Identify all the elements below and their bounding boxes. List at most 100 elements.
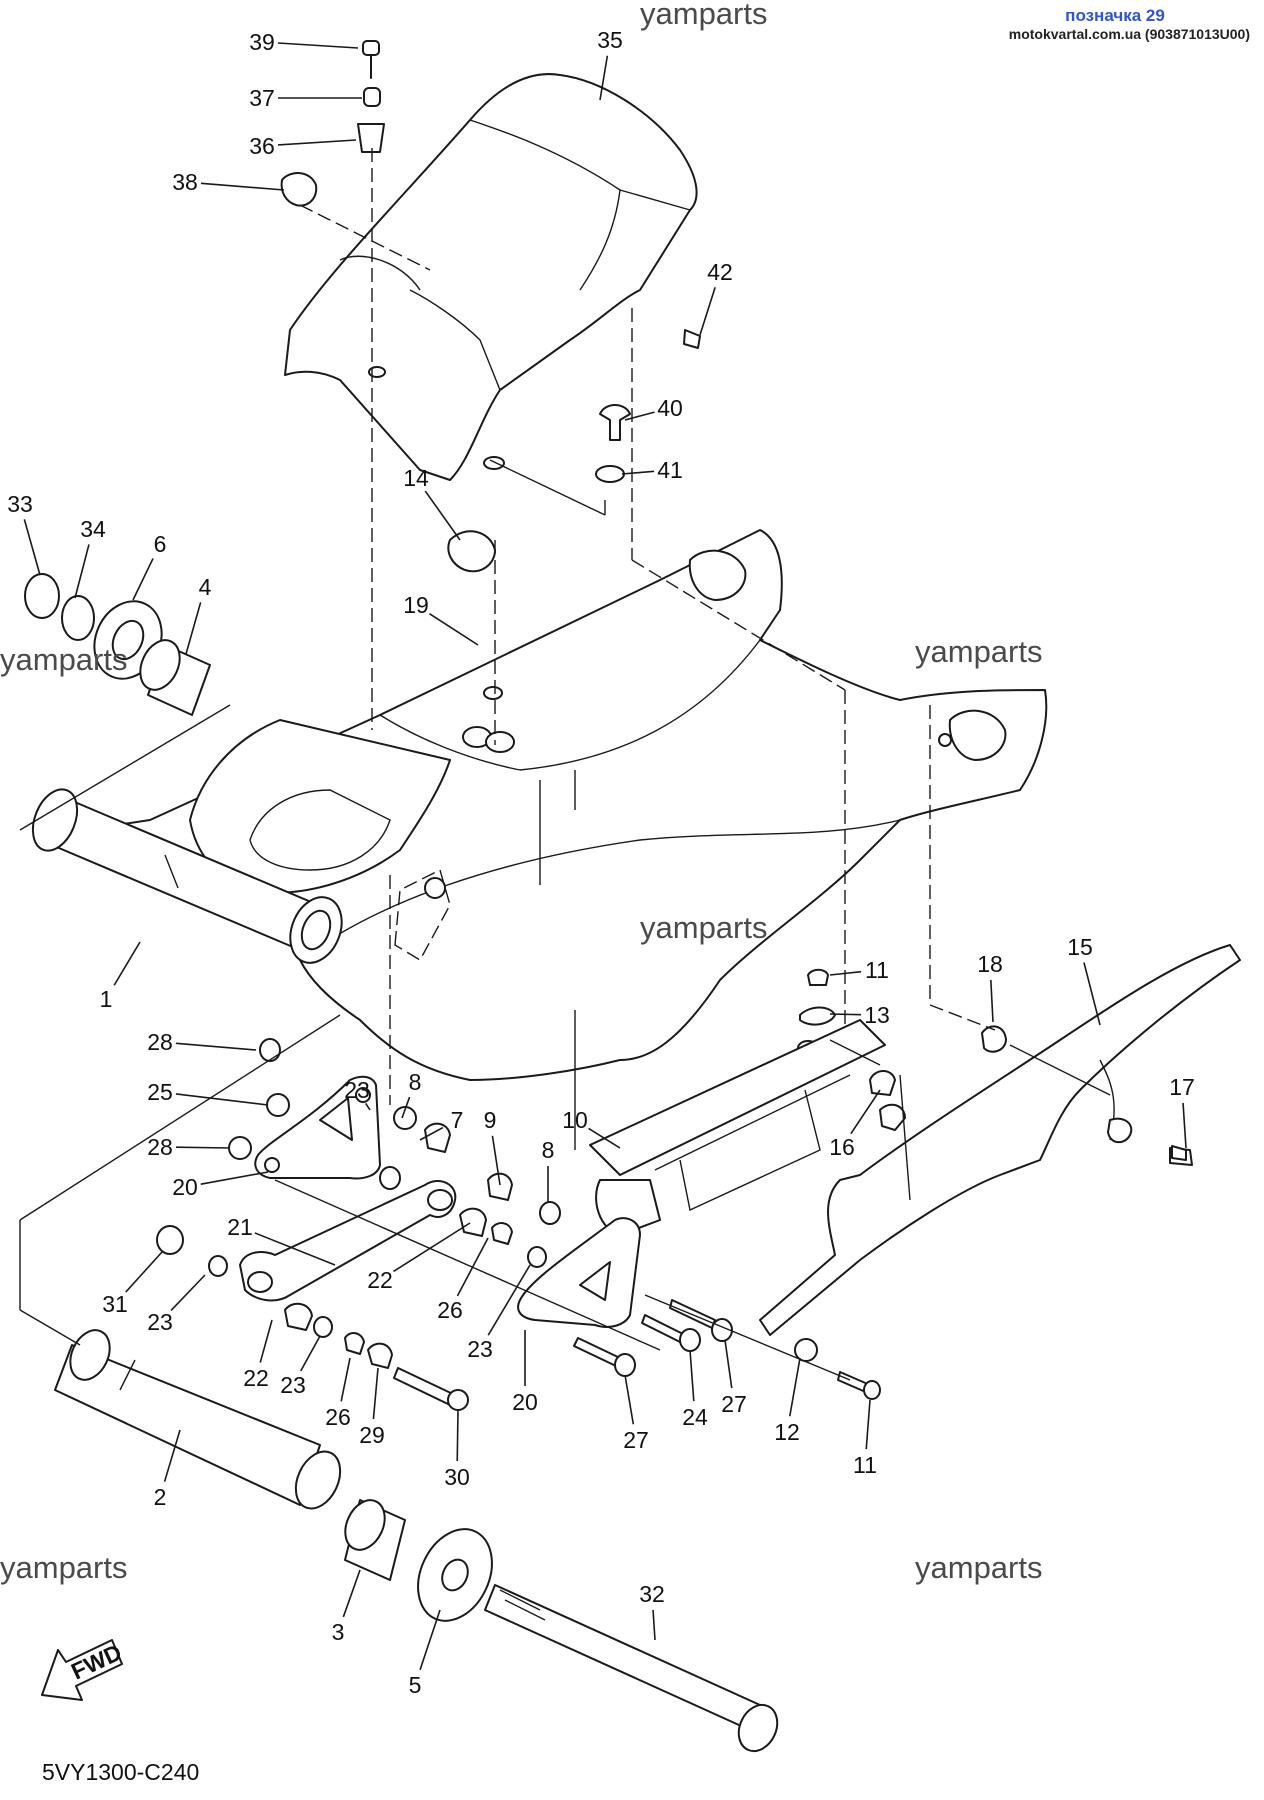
callout-24: 24 (682, 1404, 708, 1430)
seat-cowl-part (284, 73, 698, 481)
leader-line-13 (829, 1013, 862, 1016)
watermark: yamparts (0, 1550, 127, 1585)
callout-29: 29 (359, 1422, 385, 1448)
callout-20: 20 (172, 1174, 198, 1200)
callout-26: 26 (325, 1404, 351, 1430)
chain-pad-16 (869, 1070, 896, 1096)
leader-line-31 (125, 1251, 163, 1293)
collar-37 (363, 87, 381, 107)
callout-10: 10 (562, 1107, 588, 1133)
leader-line-16 (850, 1089, 881, 1135)
leader-line-41 (621, 470, 655, 475)
callout-22: 22 (243, 1365, 269, 1391)
callout-19: 19 (403, 592, 429, 618)
washer-34 (61, 595, 95, 641)
leader-line-25 (175, 1093, 269, 1106)
relay-arm-20-lower (517, 1217, 641, 1328)
callout-27: 27 (721, 1391, 747, 1417)
rivet-40 (599, 404, 631, 441)
leader-line-35 (599, 55, 609, 101)
leader-line-26 (456, 1237, 489, 1297)
nut-33 (24, 573, 60, 619)
leader-line-32 (652, 1609, 656, 1641)
clamp-14 (447, 530, 496, 573)
diagram-tag: позначка 29 (1065, 6, 1165, 25)
callout-27: 27 (623, 1427, 649, 1453)
leader-line-24 (689, 1349, 695, 1402)
screw-42 (683, 329, 701, 349)
callout-8: 8 (542, 1137, 555, 1163)
callout-11: 11 (865, 957, 889, 983)
leader-line-34 (74, 544, 90, 599)
leader-line-4 (185, 602, 202, 655)
linkage-hardware (156, 1038, 1187, 1411)
fwd-arrow-icon: FWD (41, 1639, 126, 1701)
leader-line-19 (429, 613, 479, 646)
leader-line-23 (300, 1335, 321, 1372)
callout-39: 39 (249, 29, 275, 55)
leader-line-11 (829, 970, 862, 976)
bolt-11-upper (807, 968, 829, 986)
callout-28: 28 (147, 1134, 173, 1160)
callout-1: 1 (100, 986, 113, 1012)
clip-38 (280, 172, 318, 207)
leader-line-12 (788, 1357, 801, 1417)
leader-line-2 (163, 1429, 181, 1482)
callout-17: 17 (1169, 1074, 1195, 1100)
callout-40: 40 (657, 395, 683, 421)
leader-line-23 (487, 1264, 531, 1336)
assembly-lines (19, 148, 1111, 1381)
callout-23: 23 (467, 1336, 493, 1362)
callout-20: 20 (512, 1389, 538, 1415)
leader-line-33 (23, 519, 41, 576)
callout-23: 23 (280, 1372, 306, 1398)
callout-labels: 3937363835424041141933346411113181517282… (7, 27, 1195, 1698)
leader-line-39 (277, 42, 359, 49)
callout-11: 11 (853, 1452, 877, 1478)
leader-line-11 (865, 1399, 871, 1450)
callout-7: 7 (451, 1107, 464, 1133)
callout-31: 31 (102, 1291, 128, 1317)
damper-18 (981, 1025, 1007, 1053)
damper-36 (357, 123, 385, 153)
leader-line-6 (132, 558, 154, 601)
watermark: yamparts (640, 910, 767, 945)
callout-34: 34 (80, 516, 106, 542)
callout-22: 22 (367, 1267, 393, 1293)
bearing-4 (139, 639, 211, 716)
spacer-5 (417, 1528, 493, 1622)
callout-2: 2 (154, 1484, 167, 1510)
relay-arm-20-upper (254, 1075, 381, 1180)
collar-13 (799, 1006, 836, 1026)
callout-6: 6 (154, 531, 167, 557)
callout-leaders (23, 42, 1187, 1671)
leader-line-28 (175, 1146, 231, 1149)
diagram-code: 5VY1300-C240 (42, 1759, 199, 1785)
leader-line-15 (1083, 962, 1101, 1026)
callout-33: 33 (7, 491, 33, 517)
callout-13: 13 (864, 1002, 890, 1028)
leader-line-27 (624, 1374, 635, 1425)
bearing-3 (344, 1499, 406, 1581)
leader-line-1 (113, 941, 141, 986)
leader-line-7 (419, 1126, 444, 1141)
leader-line-38 (200, 182, 285, 191)
leader-line-28 (175, 1042, 257, 1051)
leader-line-9 (491, 1135, 501, 1186)
leader-line-18 (990, 979, 994, 1023)
leader-line-36 (277, 139, 357, 146)
watermark: yamparts (915, 634, 1042, 669)
leader-line-10 (588, 1127, 621, 1149)
connecting-rod-21 (239, 1180, 457, 1302)
leader-line-17 (1182, 1102, 1187, 1149)
callout-23: 23 (147, 1309, 173, 1335)
callout-21: 21 (227, 1214, 253, 1240)
leader-line-29 (372, 1367, 379, 1420)
callout-36: 36 (249, 133, 275, 159)
watermark: yamparts (0, 642, 127, 677)
callout-41: 41 (657, 457, 683, 483)
callout-8: 8 (409, 1069, 422, 1095)
callout-38: 38 (172, 169, 198, 195)
watermark: yamparts (915, 1550, 1042, 1585)
